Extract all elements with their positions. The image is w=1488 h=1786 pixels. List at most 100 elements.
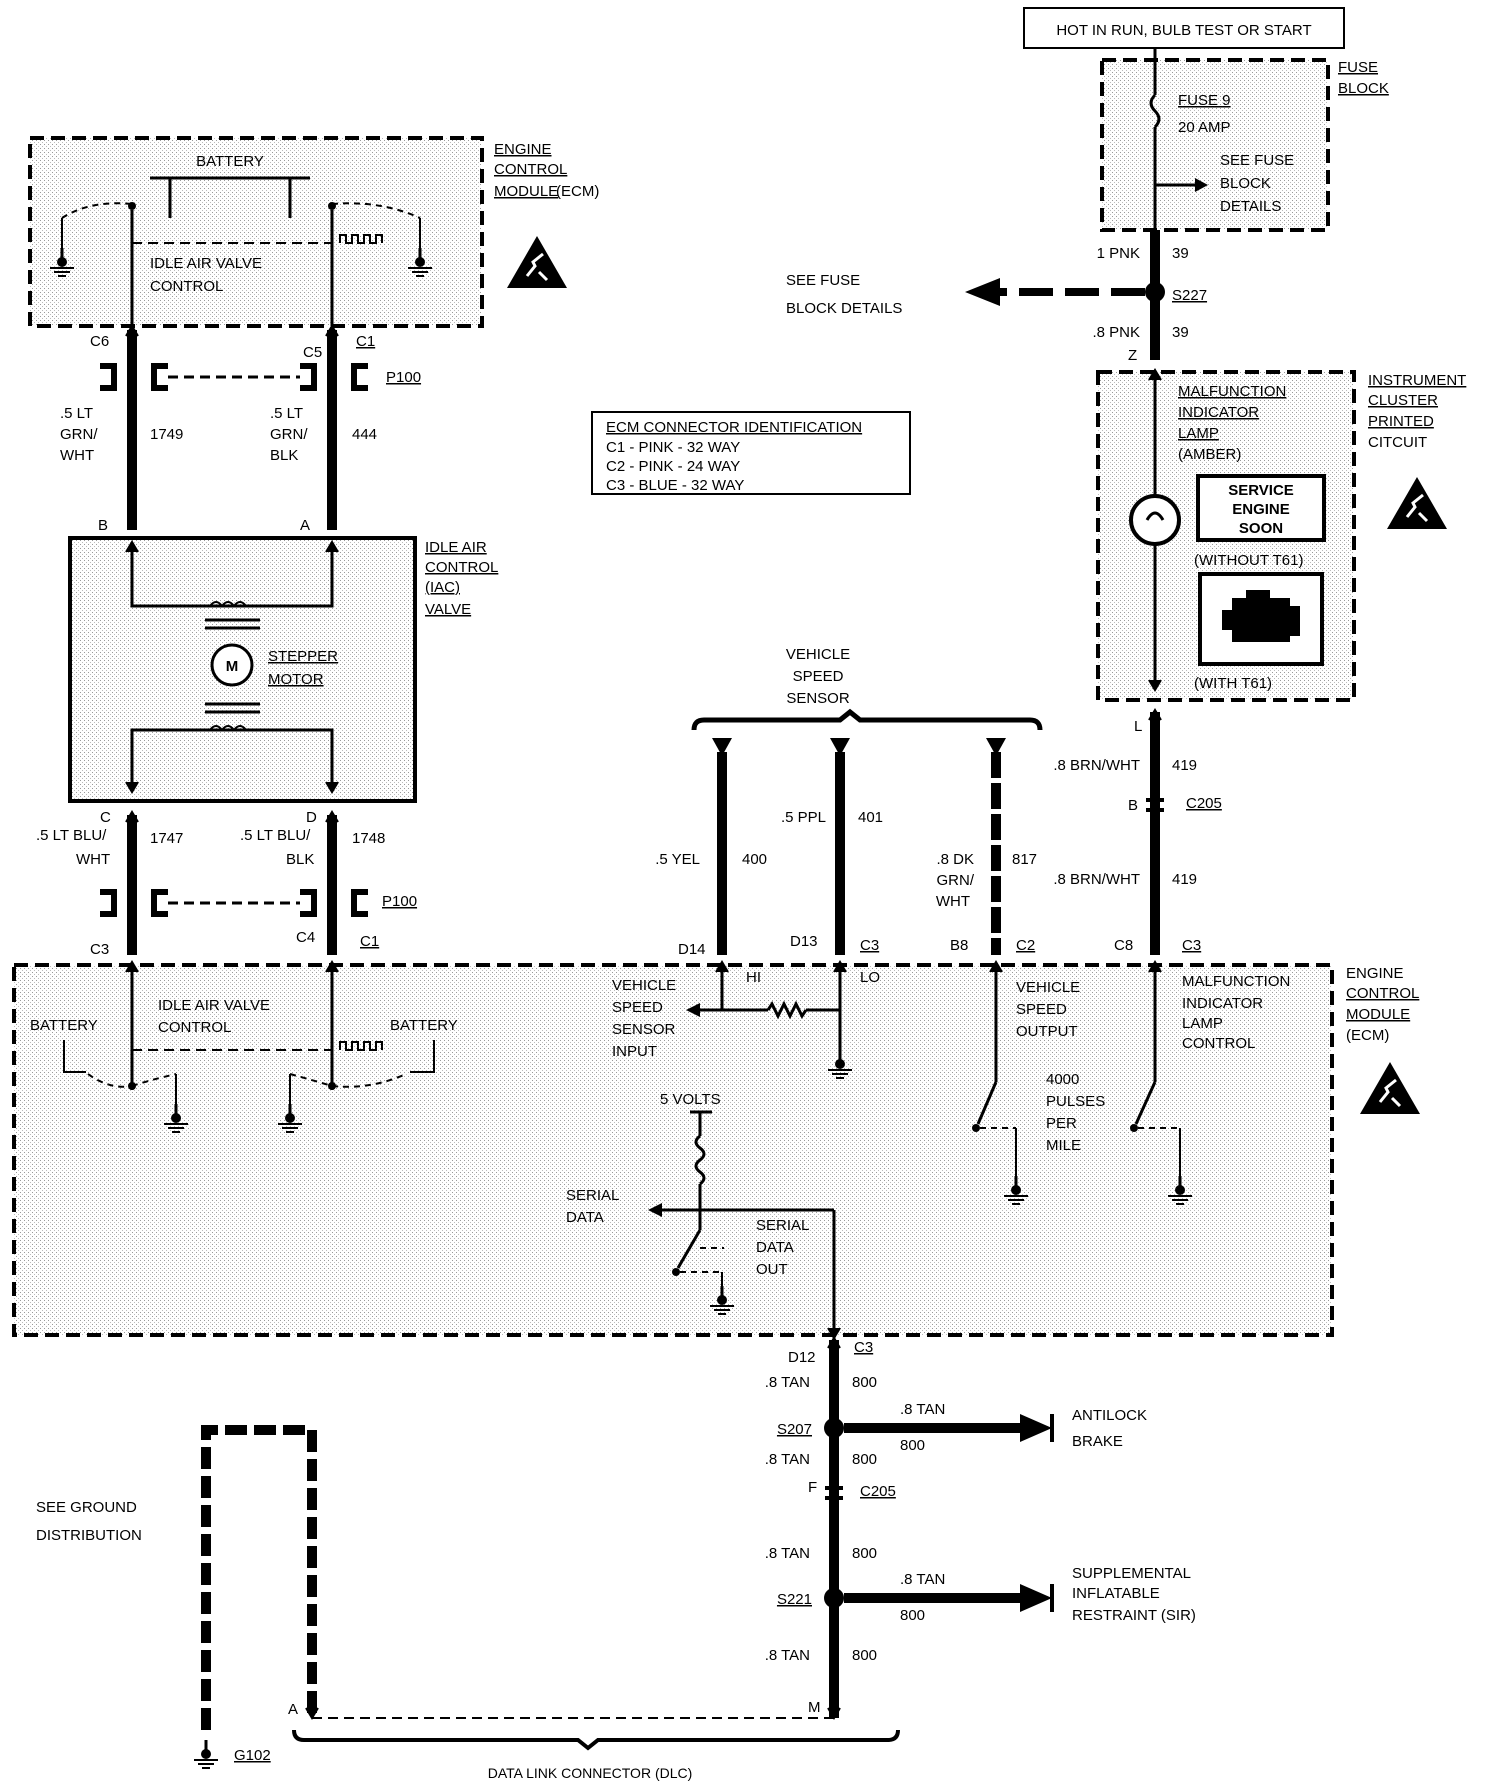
svg-text:.8 TAN: .8 TAN — [765, 1647, 810, 1664]
svg-text:.5 LT BLU/: .5 LT BLU/ — [240, 827, 311, 844]
fuse-rating: 20 AMP — [1178, 119, 1231, 136]
svg-text:B8: B8 — [950, 937, 968, 954]
svg-text:C3: C3 — [1182, 937, 1201, 954]
svg-text:SPEED: SPEED — [793, 668, 844, 685]
svg-text:419: 419 — [1172, 757, 1197, 774]
svg-text:DISTRIBUTION: DISTRIBUTION — [36, 1527, 142, 1544]
svg-text:M: M — [808, 1699, 821, 1716]
svg-text:CONTROL: CONTROL — [1182, 1035, 1255, 1052]
svg-text:(ECM): (ECM) — [556, 183, 599, 200]
splice-s227 — [1145, 282, 1165, 302]
svg-text:800: 800 — [852, 1545, 877, 1562]
fuse-symbol — [1149, 93, 1161, 129]
power-header: HOT IN RUN, BULB TEST OR START — [1023, 7, 1345, 49]
svg-text:M: M — [226, 658, 239, 675]
instrument-cluster: INSTRUMENT CLUSTER PRINTED CITCUIT MALFU… — [1096, 368, 1466, 702]
svg-text:Z: Z — [1128, 347, 1137, 364]
svg-text:.8 BRN/WHT: .8 BRN/WHT — [1053, 757, 1140, 774]
esd-warning-icon — [1358, 1060, 1422, 1116]
ground-dlc: SEE GROUND DISTRIBUTION A G102 DATA LINK… — [36, 1425, 900, 1781]
arrow-left-icon — [648, 1203, 662, 1217]
svg-text:(WITHOUT T61): (WITHOUT T61) — [1194, 552, 1303, 569]
iac-title: IDLE AIR — [425, 539, 487, 556]
svg-text:ECM CONNECTOR IDENTIFICATION: ECM CONNECTOR IDENTIFICATION — [606, 419, 862, 436]
svg-text:400: 400 — [742, 851, 767, 868]
svg-text:BATTERY: BATTERY — [196, 153, 264, 170]
svg-text:444: 444 — [352, 426, 377, 443]
svg-text:C3: C3 — [854, 1339, 873, 1356]
svg-text:800: 800 — [852, 1647, 877, 1664]
svg-text:INPUT: INPUT — [612, 1043, 657, 1060]
svg-text:CONTROL: CONTROL — [150, 278, 223, 295]
svg-text:39: 39 — [1172, 324, 1189, 341]
svg-text:SEE FUSE: SEE FUSE — [1220, 152, 1294, 169]
iac-valve: IDLE AIR CONTROL (IAC) VALVE M STEPPER M… — [68, 536, 498, 803]
svg-text:PRINTED: PRINTED — [1368, 413, 1434, 430]
svg-text:WHT: WHT — [936, 893, 970, 910]
svg-text:C: C — [100, 809, 111, 826]
svg-text:CONTROL: CONTROL — [158, 1019, 231, 1036]
svg-text:S207: S207 — [777, 1421, 812, 1438]
svg-text:B: B — [1128, 797, 1138, 814]
mil-wire: L .8 BRN/WHT 419 B C205 .8 BRN/WHT 419 C… — [1053, 708, 1222, 955]
svg-text:D: D — [306, 809, 317, 826]
svg-text:.8 TAN: .8 TAN — [765, 1545, 810, 1562]
svg-text:C3 - BLUE - 32 WAY: C3 - BLUE - 32 WAY — [606, 477, 744, 494]
svg-text:CONTROL: CONTROL — [425, 559, 498, 576]
svg-text:817: 817 — [1012, 851, 1037, 868]
svg-text:MODULE: MODULE — [494, 183, 558, 200]
svg-text:BATTERY: BATTERY — [30, 1017, 98, 1034]
svg-text:.5 LT: .5 LT — [60, 405, 93, 422]
svg-text:SPEED: SPEED — [1016, 1001, 1067, 1018]
svg-text:MALFUNCTION: MALFUNCTION — [1182, 973, 1290, 990]
service-engine-soon-lamp — [1196, 474, 1326, 542]
svg-text:800: 800 — [852, 1374, 877, 1391]
dlc-label: DATA LINK CONNECTOR (DLC) — [488, 1765, 693, 1781]
arrow-left-icon — [965, 278, 1000, 306]
svg-text:GRN/: GRN/ — [270, 426, 308, 443]
svg-text:VEHICLE: VEHICLE — [1016, 979, 1080, 996]
svg-text:B: B — [98, 517, 108, 534]
svg-text:800: 800 — [900, 1607, 925, 1624]
svg-text:WHT: WHT — [60, 447, 94, 464]
svg-text:CITCUIT: CITCUIT — [1368, 434, 1427, 451]
svg-text:ENGINE: ENGINE — [1232, 501, 1290, 518]
svg-text:(ECM): (ECM) — [1346, 1027, 1389, 1044]
cluster-title: INSTRUMENT — [1368, 372, 1466, 389]
svg-text:IDLE AIR VALVE: IDLE AIR VALVE — [150, 255, 262, 272]
svg-text:DETAILS: DETAILS — [1220, 198, 1281, 215]
svg-text:S221: S221 — [777, 1591, 812, 1608]
svg-text:D14: D14 — [678, 941, 706, 958]
fuse-block-title: FUSE — [1338, 59, 1378, 76]
svg-text:C6: C6 — [90, 333, 109, 350]
svg-text:MALFUNCTION: MALFUNCTION — [1178, 383, 1286, 400]
svg-text:C205: C205 — [860, 1483, 896, 1500]
svg-text:.5 LT: .5 LT — [270, 405, 303, 422]
svg-text:5 VOLTS: 5 VOLTS — [660, 1091, 721, 1108]
svg-text:GRN/: GRN/ — [937, 872, 975, 889]
arrow-left-icon — [686, 1003, 700, 1017]
svg-text:WHT: WHT — [76, 851, 110, 868]
svg-text:BLOCK: BLOCK — [1220, 175, 1271, 192]
svg-text:C1 - PINK - 32 WAY: C1 - PINK - 32 WAY — [606, 439, 740, 456]
ecm-top: ENGINE CONTROL MODULE (ECM) BATTERY IDLE… — [28, 136, 599, 328]
svg-text:1 PNK: 1 PNK — [1097, 245, 1140, 262]
svg-text:S227: S227 — [1172, 287, 1207, 304]
svg-text:C5: C5 — [303, 344, 322, 361]
splice-s207 — [824, 1418, 844, 1438]
svg-text:C4: C4 — [296, 929, 315, 946]
splice-s221 — [824, 1588, 844, 1608]
svg-text:.5 YEL: .5 YEL — [655, 851, 700, 868]
svg-text:.8 DK: .8 DK — [936, 851, 974, 868]
svg-text:C3: C3 — [860, 937, 879, 954]
svg-text:.5 PPL: .5 PPL — [781, 809, 826, 826]
svg-text:PULSES: PULSES — [1046, 1093, 1105, 1110]
svg-text:SERIAL: SERIAL — [756, 1217, 809, 1234]
vss-title: VEHICLE — [786, 646, 850, 663]
svg-text:MILE: MILE — [1046, 1137, 1081, 1154]
esd-warning-icon — [1385, 475, 1449, 531]
svg-text:.8 TAN: .8 TAN — [900, 1571, 945, 1588]
svg-text:800: 800 — [900, 1437, 925, 1454]
svg-text:INDICATOR: INDICATOR — [1178, 404, 1259, 421]
svg-text:.5 LT BLU/: .5 LT BLU/ — [36, 827, 107, 844]
